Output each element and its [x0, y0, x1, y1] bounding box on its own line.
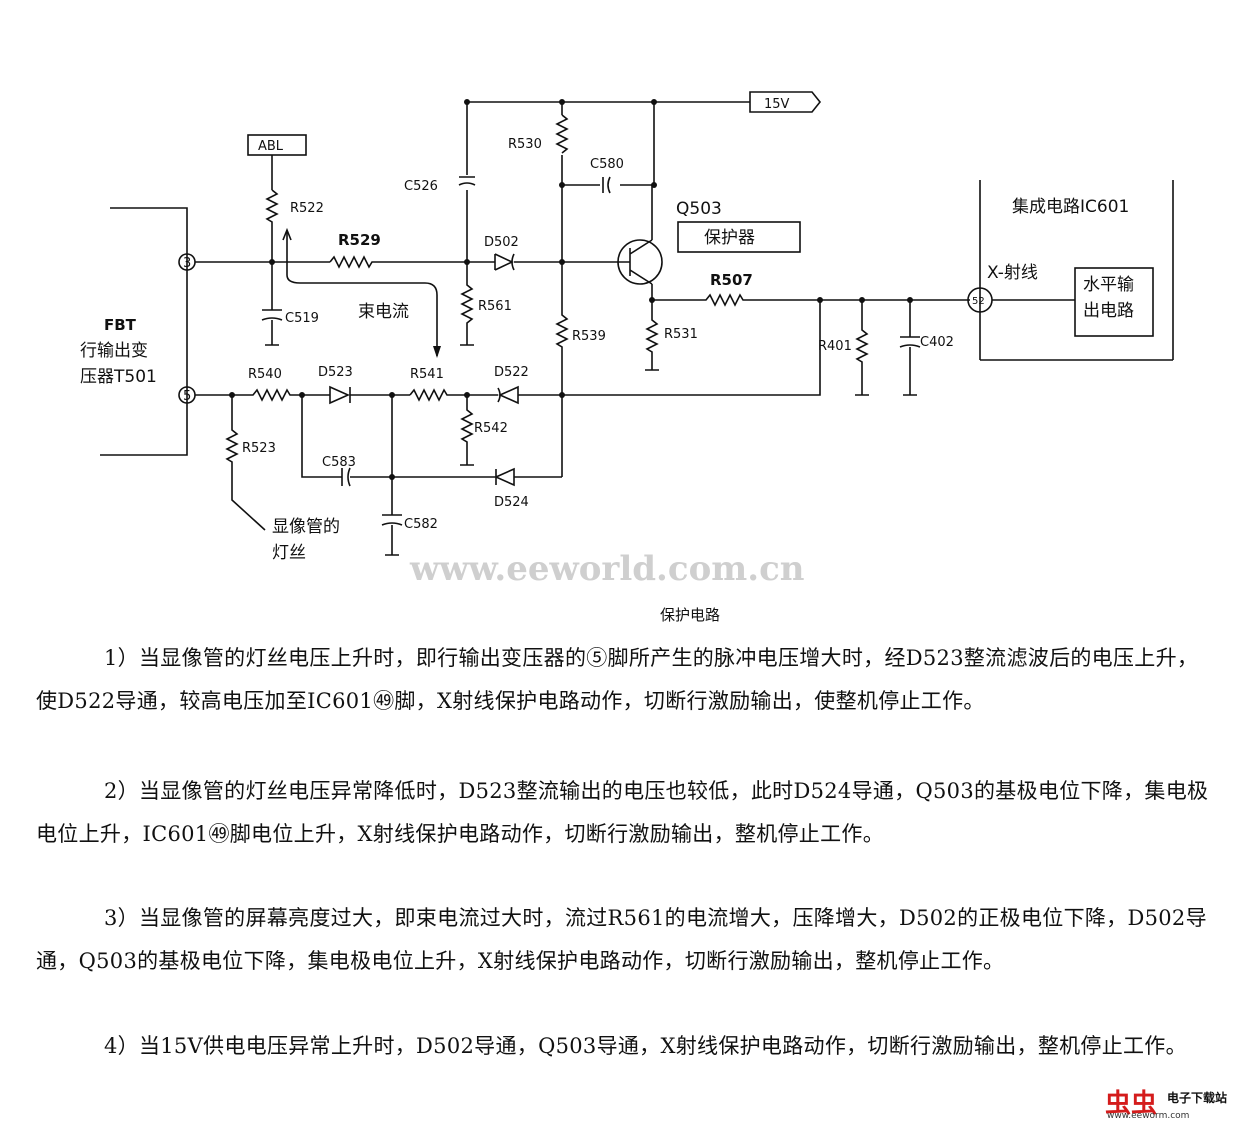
- ic-label: 集成电路IC601: [1012, 197, 1129, 217]
- filament-label-1: 显像管的: [272, 517, 340, 537]
- pin52-label: 52: [972, 296, 985, 307]
- label-R542: R542: [474, 421, 508, 436]
- pin5-label: 5: [183, 389, 191, 404]
- fbt-label-1: FBT: [104, 316, 137, 334]
- logo-url-text: www.eeworm.com: [1107, 1111, 1190, 1121]
- fbt-label-2: 行输出变: [80, 341, 148, 361]
- label-C580: C580: [590, 157, 624, 172]
- watermark: www.eeworld.com.cn: [409, 549, 805, 589]
- label-R523: R523: [242, 441, 276, 456]
- label-R401: R401: [818, 339, 852, 354]
- label-D523: D523: [318, 365, 353, 380]
- label-R541: R541: [410, 367, 444, 382]
- protection-circuit-schematic: www.eeworld.com.cn 15V ABL 保护器 集成电路IC601…: [80, 91, 1174, 589]
- figure-caption: 保护电路: [659, 606, 720, 624]
- site-logo: 虫虫 电子下载站 www.eeworm.com: [1089, 1075, 1239, 1125]
- supply-label: 15V: [764, 97, 790, 112]
- label-R530: R530: [508, 137, 542, 152]
- abl-label: ABL: [258, 139, 284, 154]
- fbt-label-3: 压器T501: [80, 367, 157, 387]
- label-C526: C526: [404, 179, 438, 194]
- label-D524: D524: [494, 495, 529, 510]
- beam-current-label: 束电流: [358, 302, 409, 322]
- filament-label-2: 灯丝: [272, 543, 306, 563]
- label-C519: C519: [285, 311, 319, 326]
- paragraph-3: 3）当显像管的屏幕亮度过大，即束电流过大时，流过R561的电流增大，压降增大，D…: [36, 906, 1207, 973]
- label-Q503: Q503: [676, 199, 722, 219]
- logo-main-text: 虫虫: [1105, 1089, 1158, 1119]
- xray-label: X-射线: [987, 263, 1038, 283]
- pin3-label: 3: [183, 256, 191, 271]
- label-D522: D522: [494, 365, 529, 380]
- label-R529: R529: [338, 231, 381, 249]
- label-C583: C583: [322, 455, 356, 470]
- label-D502: D502: [484, 235, 519, 250]
- paragraph-2: 2）当显像管的灯丝电压异常降低时，D523整流输出的电压也较低，此时D524导通…: [36, 779, 1209, 846]
- h-output-label: 水平输出电路: [1083, 275, 1134, 321]
- label-R522: R522: [290, 201, 324, 216]
- label-R507: R507: [710, 271, 753, 289]
- paragraph-1: 1）当显像管的灯丝电压上升时，即行输出变压器的⑤脚所产生的脉冲电压增大时，经D5…: [36, 646, 1199, 713]
- label-R531: R531: [664, 327, 698, 342]
- label-R561: R561: [478, 299, 512, 314]
- label-R539: R539: [572, 329, 606, 344]
- protector-label: 保护器: [704, 228, 755, 248]
- label-C402: C402: [920, 335, 954, 350]
- label-R540: R540: [248, 367, 282, 382]
- label-C582: C582: [404, 517, 438, 532]
- logo-side-text: 电子下载站: [1167, 1091, 1228, 1105]
- paragraph-4: 4）当15V供电电压异常上升时，D502导通，Q503导通，X射线保护电路动作，…: [104, 1034, 1187, 1058]
